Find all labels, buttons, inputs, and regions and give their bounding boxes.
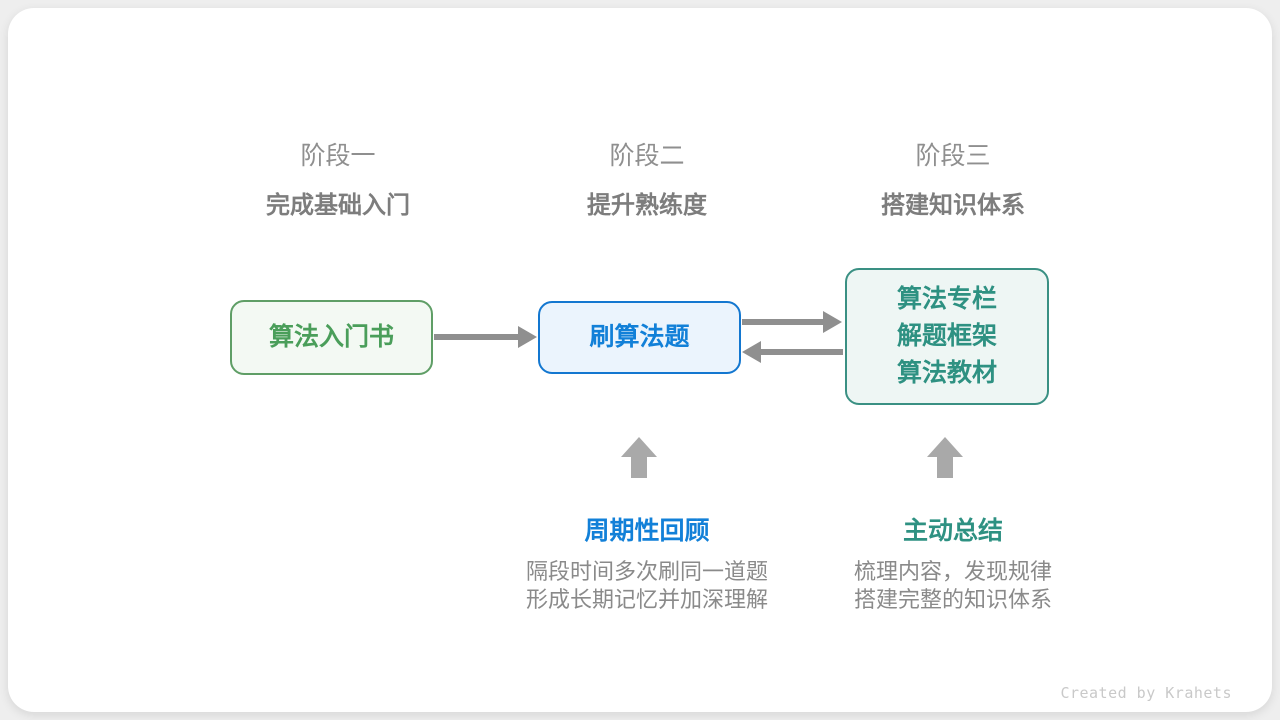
arrow-head-left-icon	[742, 341, 761, 363]
arrow-line	[742, 319, 825, 325]
credit-text: Created by Krahets	[1060, 684, 1232, 702]
up-arrow-head	[927, 437, 963, 457]
arrow-head-right-icon	[823, 311, 842, 333]
stage-2-subtitle: 提升熟练度	[587, 192, 707, 219]
annotation-review-line-1: 隔段时间多次刷同一道题	[525, 559, 768, 584]
annotation-review-title: 周期性回顾	[584, 517, 710, 545]
node-intro-book-label: 算法入门书	[268, 323, 394, 351]
up-arrow-stem	[937, 456, 953, 478]
stage-3-subtitle: 搭建知识体系	[881, 192, 1025, 219]
stage-1-label: 阶段一	[300, 142, 376, 170]
annotation-summary-body: 梳理内容，发现规律 搭建完整的知识体系	[783, 558, 1123, 614]
node-resource-line-1: 算法专栏	[896, 285, 997, 313]
annotation-review-body: 隔段时间多次刷同一道题 形成长期记忆并加深理解	[477, 558, 817, 614]
stage-3-label: 阶段三	[915, 142, 991, 170]
arrow-head-right-icon	[518, 326, 537, 348]
up-arrow-stem	[631, 456, 647, 478]
diagram-card: 阶段一 完成基础入门 阶段二 提升熟练度 阶段三 搭建知识体系 算法入门书 刷算…	[8, 8, 1272, 712]
node-intro-book: 算法入门书	[230, 300, 433, 375]
arrow-line	[434, 334, 520, 340]
node-practice-problems-label: 刷算法题	[589, 323, 690, 351]
node-resource-line-2: 解题框架	[896, 322, 997, 350]
annotation-summary-line-2: 搭建完整的知识体系	[853, 587, 1052, 612]
arrow-line	[760, 349, 843, 355]
annotation-summary-title: 主动总结	[902, 517, 1003, 545]
node-knowledge-resources: 算法专栏 解题框架 算法教材	[845, 268, 1049, 405]
stage-2-label: 阶段二	[609, 142, 685, 170]
stage-1-subtitle: 完成基础入门	[266, 192, 410, 219]
node-resource-line-3: 算法教材	[896, 359, 997, 387]
node-practice-problems: 刷算法题	[538, 301, 741, 374]
annotation-review-line-2: 形成长期记忆并加深理解	[525, 587, 768, 612]
annotation-summary-line-1: 梳理内容，发现规律	[853, 559, 1052, 584]
up-arrow-head	[621, 437, 657, 457]
